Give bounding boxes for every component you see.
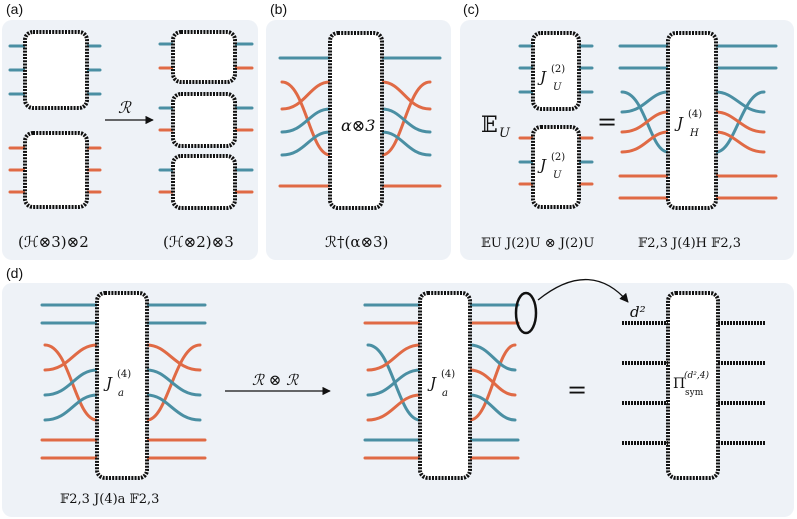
panel-d-equals: = (567, 376, 587, 404)
panel-a-arrow-label: ℛ (118, 98, 132, 117)
panel-c-equals: = (597, 108, 617, 136)
panel-d-proj-label: Π (673, 376, 685, 392)
panel-c-small-box-sup-bottom: (2) (551, 152, 565, 163)
panel-d-left-box-sup: (4) (117, 369, 131, 380)
panel-c-caption-left: 𝔼U J(2)U ⊗ J(2)U (481, 236, 594, 251)
panel-c-small-box-label-bottom: J (537, 156, 547, 174)
panel-a-tag: (a) (6, 1, 23, 17)
panel-d-proj-sub: sym (685, 388, 704, 398)
panel-b-box-label: α⊗3 (341, 116, 375, 135)
panel-c-expectation: 𝔼 (481, 113, 498, 138)
panel-d-projector-box (666, 291, 720, 480)
panel-d-left-box-sub: a (118, 388, 124, 399)
panel-a-left-top-block (8, 30, 102, 110)
panel-c-small-box-sub-bottom: U (553, 170, 562, 181)
panel-d-middle-box (418, 291, 472, 480)
panel-d-middle-box-sub: a (442, 388, 448, 399)
panel-d-middle-box-sup: (4) (441, 369, 455, 380)
panel-c-small-blocks (518, 31, 594, 209)
panel-c-small-box-sub-top: U (553, 82, 562, 93)
panel-c-bg (460, 20, 794, 260)
panel-c-big-box (666, 31, 718, 210)
panel-b-wires (278, 56, 442, 188)
panel-c-small-box-label-top: J (537, 68, 547, 86)
panel-d-tag: (d) (6, 265, 23, 281)
panel-d-caption: 𝔽2,3 J(4)a 𝔽2,3 (60, 492, 159, 507)
panel-d-curved-arrow (537, 278, 629, 303)
panel-c-expectation-sub: U (499, 126, 511, 141)
panel-d-middle-box-label: J (427, 374, 437, 392)
panel-c-big-box-label: J (674, 114, 684, 132)
panel-d-dim-label: d² (630, 303, 646, 321)
panel-a-left-bottom-block (8, 131, 102, 209)
panel-c-big-box-sub: H (689, 128, 699, 139)
panel-c-tag: (c) (463, 1, 479, 17)
panel-d-proj-sup: (d²,4) (684, 370, 709, 381)
panel-b-box (328, 31, 384, 210)
panel-c-caption-right: 𝔽2,3 J(4)H 𝔽2,3 (638, 236, 741, 251)
panel-c-big-box-sup: (4) (688, 109, 702, 120)
panel-c-small-box-sup-top: (2) (551, 64, 565, 75)
panel-d-left-box-label: J (103, 374, 113, 392)
panel-d-wire-pair-ellipse (514, 291, 538, 335)
panel-d-arrow-label: ℛ ⊗ ℛ (252, 371, 299, 389)
panel-a-right-caption: (ℋ⊗2)⊗3 (163, 233, 234, 251)
panel-b-tag: (b) (270, 1, 287, 17)
panel-b-caption: ℛ†(α⊗3) (325, 233, 388, 251)
panel-a-left-caption: (ℋ⊗3)⊗2 (18, 233, 89, 251)
panel-a-right-blocks (158, 30, 254, 210)
panel-d-left-box (95, 291, 149, 480)
